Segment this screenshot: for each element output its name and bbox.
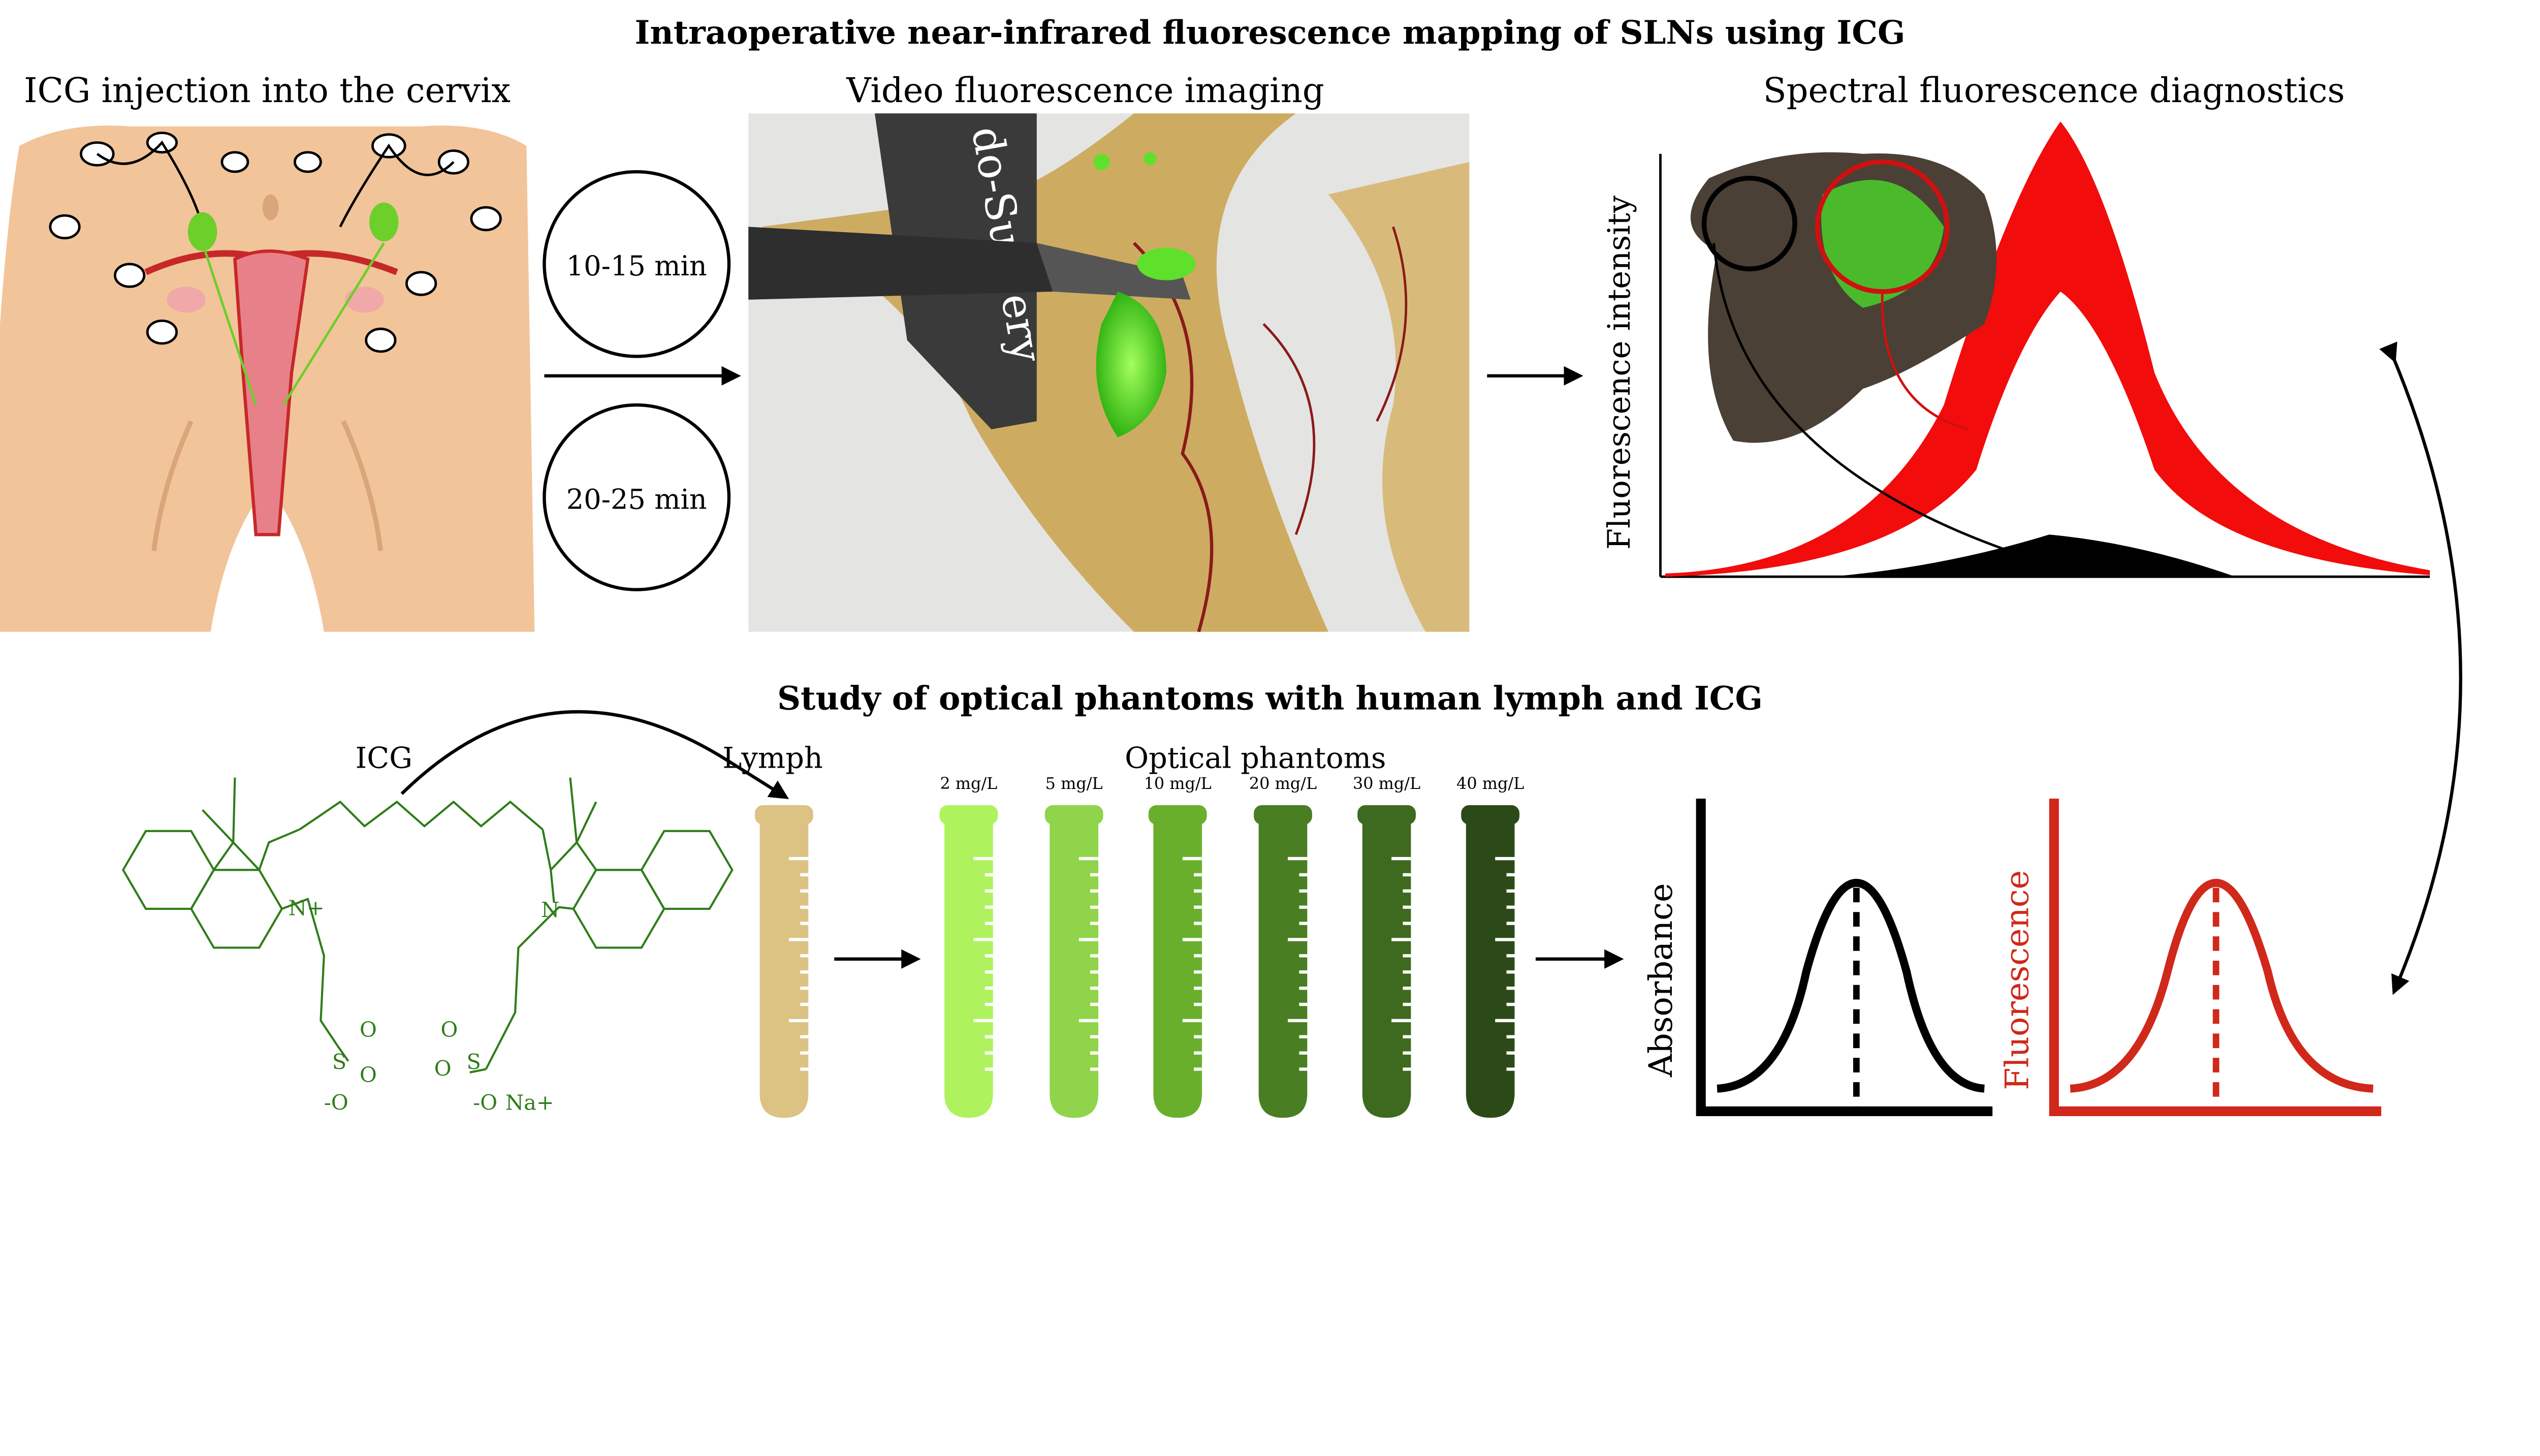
svg-text:S: S xyxy=(466,1050,481,1074)
phantom-tube xyxy=(1044,805,1103,1118)
surgical-fluorescence-image: do-Surgery xyxy=(748,113,1470,632)
phantom-tube xyxy=(1254,805,1312,1118)
absorbance-label: Absorbance xyxy=(1642,883,1680,1078)
tube-body xyxy=(759,818,809,1118)
panel-injection-title: ICG injection into the cervix xyxy=(24,71,511,110)
svg-text:O: O xyxy=(440,1018,458,1042)
tube-body xyxy=(1050,818,1098,1118)
tube-body xyxy=(1153,818,1202,1118)
phantom-tube xyxy=(939,805,998,1118)
phantom-label: 30 mg/L xyxy=(1353,774,1420,793)
clock-2-label: 20-25 min xyxy=(566,483,707,515)
spectrum-plot: Fluorescence intensity xyxy=(1602,121,2430,578)
top-title: Intraoperative near-infrared fluorescenc… xyxy=(635,14,1906,52)
phantom-tubes xyxy=(939,805,1520,1118)
clock-1-label: 10-15 min xyxy=(566,250,707,282)
tube-body xyxy=(944,818,993,1118)
svg-text:N: N xyxy=(541,898,559,922)
svg-text:N+: N+ xyxy=(289,896,325,921)
tube-body xyxy=(1362,818,1411,1118)
phantoms-label: Optical phantoms xyxy=(1125,741,1386,775)
panel-spectral-title: Spectral fluorescence diagnostics xyxy=(1763,71,2345,110)
fluorescence-label: Fluorescence xyxy=(1998,870,2036,1090)
svg-text:O: O xyxy=(360,1063,377,1087)
fluorescence-plot: Fluorescence xyxy=(1998,799,2382,1117)
red-fluorescence-peak xyxy=(1665,121,2430,577)
svg-text:Na+: Na+ xyxy=(505,1090,554,1115)
clock-20-25: 20-25 min xyxy=(543,403,731,591)
molecule-atom-labels: N+ N S O O -O S O O -O Na+ xyxy=(289,896,560,1115)
bottom-title: Study of optical phantoms with human lym… xyxy=(777,680,1763,718)
clock-10-15: 10-15 min xyxy=(543,170,731,358)
svg-text:O: O xyxy=(360,1018,377,1042)
black-background-peak xyxy=(1830,534,2236,577)
svg-text:O: O xyxy=(434,1056,452,1081)
icg-to-lymph-arrow xyxy=(400,710,789,799)
diagram: Intraoperative near-infrared fluorescenc… xyxy=(0,14,2462,1118)
comparison-arrow xyxy=(2379,341,2462,995)
lymph-tube-shape xyxy=(754,805,813,1118)
phantom-label: 5 mg/L xyxy=(1045,774,1103,793)
phantom-label: 40 mg/L xyxy=(1456,774,1524,793)
lymph-tube xyxy=(754,805,813,1118)
phantom-tube xyxy=(1148,805,1207,1118)
tube-body xyxy=(1258,818,1308,1118)
icg-label: ICG xyxy=(356,741,412,775)
lymph-label: Lymph xyxy=(722,741,823,775)
svg-text:-O: -O xyxy=(473,1090,497,1115)
phantom-label: 2 mg/L xyxy=(940,774,997,793)
pelvis-illustration xyxy=(0,125,535,632)
icg-molecule xyxy=(121,777,734,1073)
phantom-label: 20 mg/L xyxy=(1249,774,1317,793)
phantom-labels: 2 mg/L 5 mg/L 10 mg/L 20 mg/L 30 mg/L 40… xyxy=(940,774,1524,793)
svg-text:S: S xyxy=(332,1050,346,1074)
phantom-label: 10 mg/L xyxy=(1144,774,1212,793)
background-roi-circle xyxy=(1701,175,1797,272)
phantom-tube xyxy=(1357,805,1416,1118)
tube-body xyxy=(1466,818,1515,1118)
svg-text:-O: -O xyxy=(324,1090,348,1115)
absorbance-plot: Absorbance xyxy=(1642,799,1993,1117)
panel-video-title: Video fluorescence imaging xyxy=(846,71,1324,110)
phantom-tube xyxy=(1461,805,1520,1118)
spectrum-ylabel: Fluorescence intensity xyxy=(1602,195,1637,550)
